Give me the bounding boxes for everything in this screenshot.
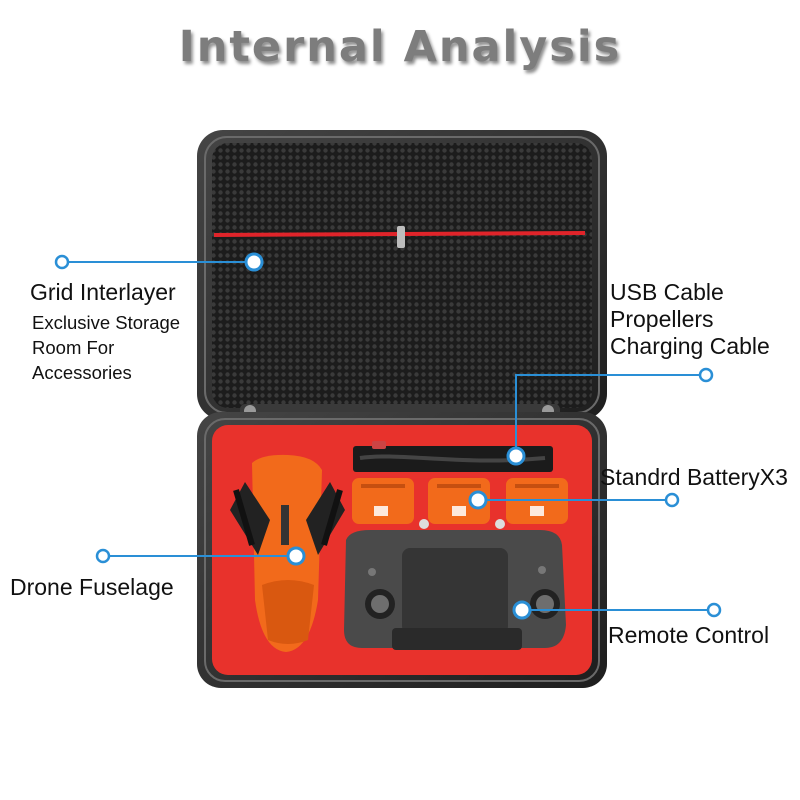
page-title: Internal Analysis <box>178 22 622 72</box>
callout-endpoint-battery <box>664 492 680 508</box>
callout-label-drone-fuselage: Drone Fuselage <box>10 574 174 600</box>
case-lid <box>197 130 607 420</box>
callout-target-battery <box>468 490 488 510</box>
callout-endpoint-grid <box>54 254 70 270</box>
callout-label-usb-group: USB Cable Propellers Charging Cable <box>610 279 770 360</box>
remote-controller <box>344 530 566 650</box>
grid-subtext-line: Exclusive Storage <box>32 312 181 333</box>
callout-lines <box>62 261 714 611</box>
case-base <box>197 412 607 688</box>
callout-target-remote <box>512 600 532 620</box>
grid-mesh-pocket <box>212 143 592 408</box>
charging-cable-label: Charging Cable <box>610 333 770 359</box>
callout-label-grid-interlayer: Grid Interlayer <box>30 279 176 305</box>
callout-target-drone <box>286 546 306 566</box>
callout-markers <box>54 252 722 620</box>
usb-cable-label: USB Cable <box>610 279 724 305</box>
propellers-label: Propellers <box>610 306 714 332</box>
callout-target-grid <box>244 252 264 272</box>
callout-endpoint-remote <box>706 602 722 618</box>
callout-label-remote-control: Remote Control <box>608 622 770 648</box>
callout-line-usb <box>515 374 706 456</box>
callout-endpoint-drone <box>95 548 111 564</box>
zipper-pull <box>397 226 405 248</box>
callout-target-usb <box>506 446 526 466</box>
grid-subtext-line: Room For <box>32 337 115 358</box>
callout-label-battery: Standrd BatteryX3 <box>600 464 788 490</box>
grid-subtext-line: Accessories <box>32 362 132 383</box>
callout-endpoint-usb <box>698 367 714 383</box>
callout-subtext-grid: Exclusive Storage Room For Accessories <box>32 310 180 385</box>
